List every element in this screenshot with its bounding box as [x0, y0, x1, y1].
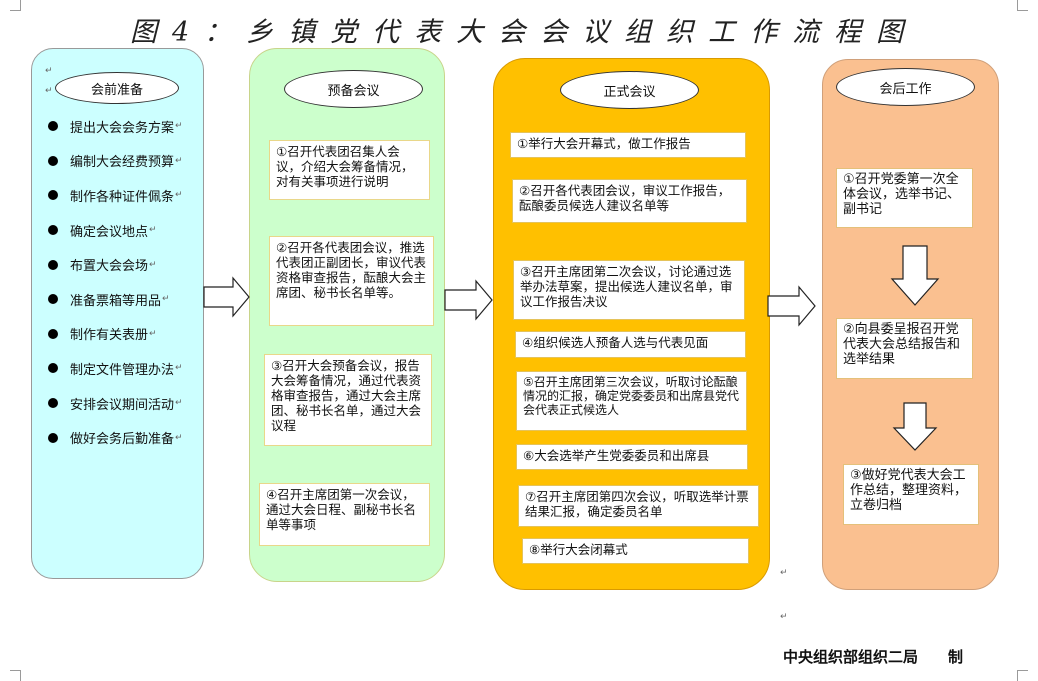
paragraph-mark: ↵ [45, 86, 53, 96]
paragraph-mark: ↵ [780, 612, 788, 622]
bullet-icon [48, 121, 58, 132]
bullet-icon [48, 190, 58, 201]
preparatory-step-3: ③召开大会预备会议，报告大会筹备情况，通过代表资格审查报告，通过大会主席团、秘书… [264, 354, 432, 446]
right-arrow-icon [444, 279, 493, 321]
crop-mark-bottom-left [10, 670, 21, 681]
crop-mark-top-right [1017, 0, 1028, 11]
list-item: 布置大会会场↵ [48, 247, 183, 282]
formal-step-2: ②召开各代表团会议，审议工作报告，酝酿委员候选人建议名单等 [512, 179, 747, 223]
bullet-icon [48, 398, 58, 409]
formal-step-1: ①举行大会开幕式，做工作报告 [510, 132, 746, 158]
list-item: 确定会议地点↵ [48, 213, 183, 248]
page-title: 图4：乡镇党代表大会会议组织工作流程图 [130, 17, 919, 48]
header-preparatory: 预备会议 [284, 70, 423, 108]
bullet-icon [48, 155, 58, 166]
bullet-icon [48, 294, 58, 305]
footer-credit: 中央组织部组织二局 制 [783, 648, 964, 666]
crop-mark-bottom-right [1017, 670, 1028, 681]
bullet-icon [48, 259, 58, 270]
paragraph-mark: ↵ [45, 66, 53, 76]
right-arrow-icon [203, 276, 250, 318]
list-item: 做好会务后勤准备↵ [48, 420, 183, 455]
formal-step-8: ⑧举行大会闭幕式 [522, 538, 749, 564]
list-item: 制作各种证件佩条↵ [48, 178, 183, 213]
bullet-icon [48, 363, 58, 374]
preparatory-step-2: ②召开各代表团会议，推选代表团正副团长，审议代表资格审查报告，酝酿大会主席团、秘… [269, 236, 434, 326]
after-step-1: ①召开党委第一次全体会议，选举书记、副书记 [836, 168, 973, 228]
after-step-3: ③做好党代表大会工作总结，整理资料，立卷归档 [843, 464, 979, 525]
down-arrow-icon [892, 402, 938, 451]
prep-list: 提出大会会务方案↵ 编制大会经费预算↵ 制作各种证件佩条↵ 确定会议地点↵ 布置… [48, 109, 183, 455]
list-item: 提出大会会务方案↵ [48, 109, 183, 144]
list-item: 编制大会经费预算↵ [48, 144, 183, 179]
formal-step-4: ④组织候选人预备人选与代表见面 [515, 331, 746, 358]
bullet-icon [48, 328, 58, 339]
crop-mark-top-left [10, 0, 21, 11]
header-formal: 正式会议 [560, 71, 699, 109]
after-step-2: ②向县委呈报召开党代表大会总结报告和选举结果 [836, 318, 973, 379]
bullet-icon [48, 225, 58, 236]
down-arrow-icon [890, 245, 940, 306]
right-arrow-icon [767, 285, 816, 327]
preparatory-step-4: ④召开主席团第一次会议，通过大会日程、副秘书长名单等事项 [259, 483, 430, 546]
column-prep [31, 48, 204, 579]
list-item: 准备票箱等用品↵ [48, 282, 183, 317]
paragraph-mark: ↵ [780, 568, 788, 578]
header-after: 会后工作 [836, 68, 975, 106]
list-item: 制定文件管理办法↵ [48, 351, 183, 386]
formal-step-5: ⑤召开主席团第三次会议，听取讨论酝酿情况的汇报，确定党委委员和出席县党代会代表正… [516, 371, 747, 431]
formal-step-6: ⑥大会选举产生党委委员和出席县 [516, 444, 748, 470]
formal-step-7: ⑦召开主席团第四次会议，听取选举计票结果汇报，确定委员名单 [518, 485, 759, 527]
list-item: 制作有关表册↵ [48, 317, 183, 352]
list-item: 安排会议期间活动↵ [48, 386, 183, 421]
bullet-icon [48, 432, 58, 443]
preparatory-step-1: ①召开代表团召集人会议，介绍大会筹备情况，对有关事项进行说明 [269, 140, 430, 200]
formal-step-3: ③召开主席团第二次会议，讨论通过选举办法草案，提出候选人建议名单，审议工作报告决… [513, 260, 745, 320]
header-prep: 会前准备 [55, 72, 179, 104]
